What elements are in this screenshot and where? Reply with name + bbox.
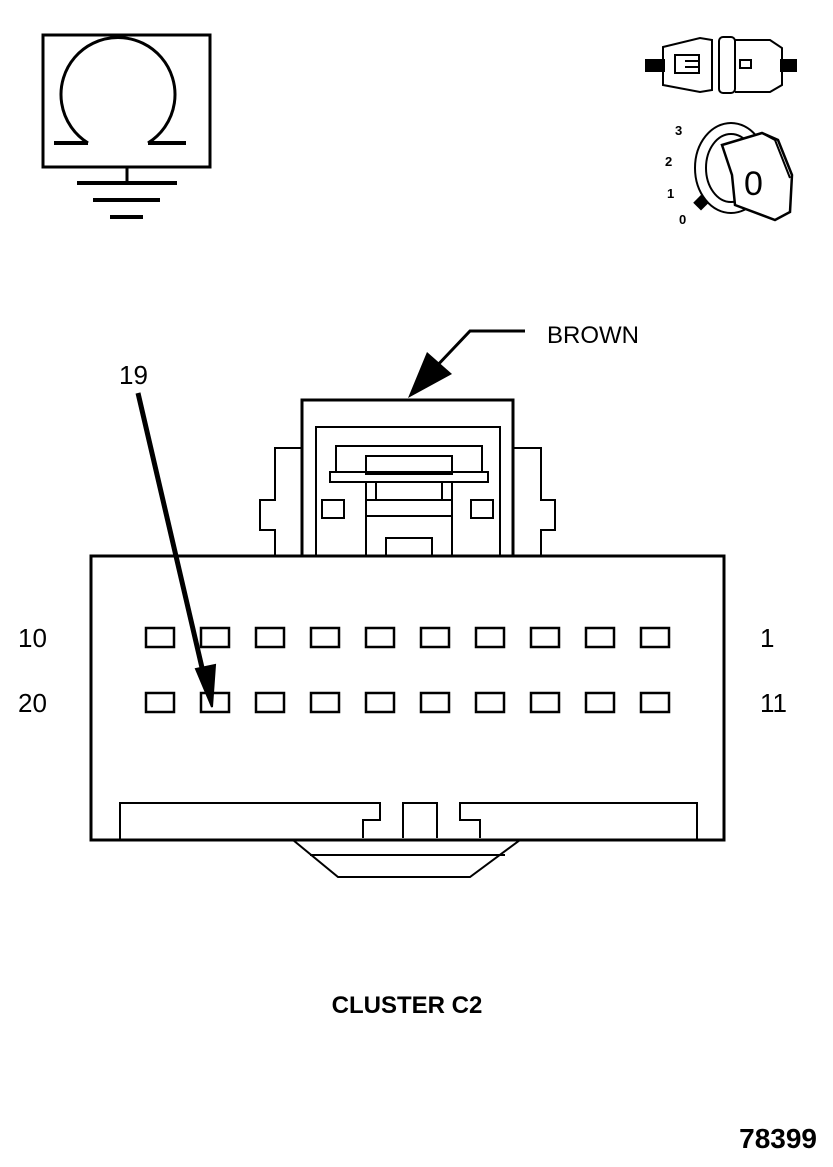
pin-cavity-17 [309, 691, 341, 714]
connector-name: CLUSTER C2 [332, 992, 483, 1019]
pin-cavity-6 [364, 626, 396, 649]
pin-cavity-8 [254, 626, 286, 649]
pin-cavity-2 [584, 626, 616, 649]
ignition-position-2: 2 [665, 154, 672, 169]
pin-cavity-12 [584, 691, 616, 714]
ignition-position-1: 1 [667, 186, 674, 201]
pin-cavity-3 [529, 626, 561, 649]
row2-left-label: 20 [18, 688, 47, 718]
ignition-position-0: 0 [679, 212, 686, 227]
ignition-switch-icon: 3 2 1 0 0 [665, 122, 794, 227]
figure-number: 78399 [739, 1123, 817, 1154]
pin-cavity-14 [474, 691, 506, 714]
pin-19-callout: 19 [119, 360, 217, 708]
row1-right-label: 1 [760, 623, 774, 653]
connector-plug-icon [645, 36, 797, 94]
ignition-position-3: 3 [675, 123, 682, 138]
callout-pin-number: 19 [119, 360, 148, 390]
pin-cavity-13 [529, 691, 561, 714]
row2-right-label: 11 [760, 688, 787, 718]
color-callout: BROWN [408, 322, 639, 398]
pin-cavity-16 [364, 691, 396, 714]
pin-cavity-20 [144, 691, 176, 714]
row1-left-label: 10 [18, 623, 47, 653]
pin-cavity-7 [309, 626, 341, 649]
key-label: 0 [744, 165, 763, 203]
pin-cavity-11 [639, 691, 671, 714]
pin-cavity-10 [144, 626, 176, 649]
connector-body [89, 398, 726, 878]
pin-cavities [144, 626, 671, 714]
pin-cavity-5 [419, 626, 451, 649]
connector-color-label: BROWN [547, 322, 639, 349]
pin-cavity-18 [254, 691, 286, 714]
ohmmeter-ground-icon [41, 33, 212, 219]
pin-cavity-1 [639, 626, 671, 649]
pin-cavity-15 [419, 691, 451, 714]
pin-cavity-4 [474, 626, 506, 649]
pin-cavity-9 [199, 626, 231, 649]
pin-cavity-19 [199, 691, 231, 714]
